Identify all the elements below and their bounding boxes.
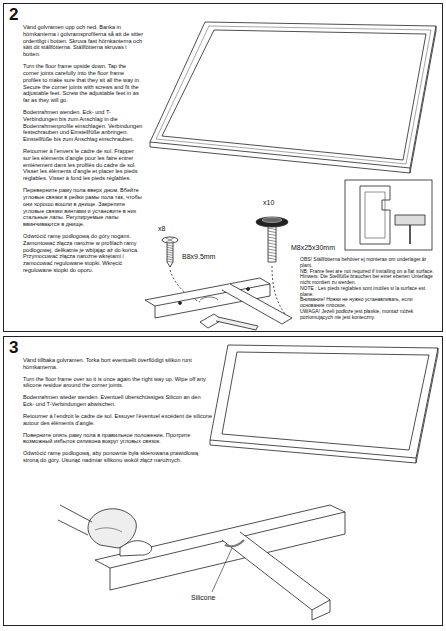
instruction-text: Odwrócić ramę podłogową do góry nogami. … <box>23 233 143 274</box>
instruction-text: Turn the floor frame over so it is once … <box>23 376 213 390</box>
leader-line <box>212 548 232 592</box>
floor-frame <box>210 345 438 463</box>
dimension-label: B8x9.5mm <box>181 253 216 260</box>
step-panel: 3Vänd tillbaka golvramen. Torka bort eve… <box>3 336 443 626</box>
note-text: UWAGA! Jeżeli podłoże jest płaskie, mont… <box>300 309 438 321</box>
instruction-text: Bodenrahmen wenden. Eck- und T-Verbindun… <box>23 109 143 143</box>
instruction-text: Поверните опять раму пола в правильное п… <box>23 432 213 446</box>
floor-frame <box>150 22 436 173</box>
instruction-text: Vänd golvramen upp och ned. Banka in hör… <box>23 24 143 58</box>
instruction-text: Turn the floor frame upside down. Tap th… <box>23 63 143 104</box>
hammer <box>200 314 258 330</box>
profile-section-detail <box>345 180 432 250</box>
note-text: OBS! Ställfötterna behöver ej monteras o… <box>300 257 438 269</box>
step-number: 3 <box>9 338 18 358</box>
step-number: 2 <box>9 5 18 25</box>
step-panel: 2Vänd golvramen upp och ned. Banka in hö… <box>3 3 443 332</box>
instruction-text: Переверните раму пола вверх дном. Вбейте… <box>23 187 143 228</box>
instruction-text: Bodenrahmen wieder wenden. Eventuell übe… <box>23 394 213 408</box>
note-text: Внимание! Ножки не нужно устанавливать, … <box>300 297 438 309</box>
dimension-label: M8x25x30mm <box>290 244 336 251</box>
instruction-text: Vänd tillbaka golvramen. Torka bort even… <box>23 357 213 371</box>
instruction-text: Retourner à l'endroit le cadre de sol. E… <box>23 413 213 427</box>
instruction-text: Retourner à l'envers le cadre de sol. Fr… <box>23 148 143 182</box>
note-block: OBS! Ställfötterna behöver ej monteras o… <box>300 257 438 320</box>
quantity-label: x8 <box>157 225 166 232</box>
note-text: Hinweis: Die Stellfüße brauchen bei eine… <box>300 274 438 286</box>
quantity-label: x10 <box>262 199 275 206</box>
material-label: Silicone <box>190 594 217 601</box>
note-text: NOTE : Les pieds réglables sont inutiles… <box>300 286 438 298</box>
adjustable-foot <box>256 217 288 314</box>
hand-with-cloth <box>58 505 152 556</box>
instruction-text: Odwrócić ramę podłogową, aby ponownie by… <box>23 450 213 464</box>
